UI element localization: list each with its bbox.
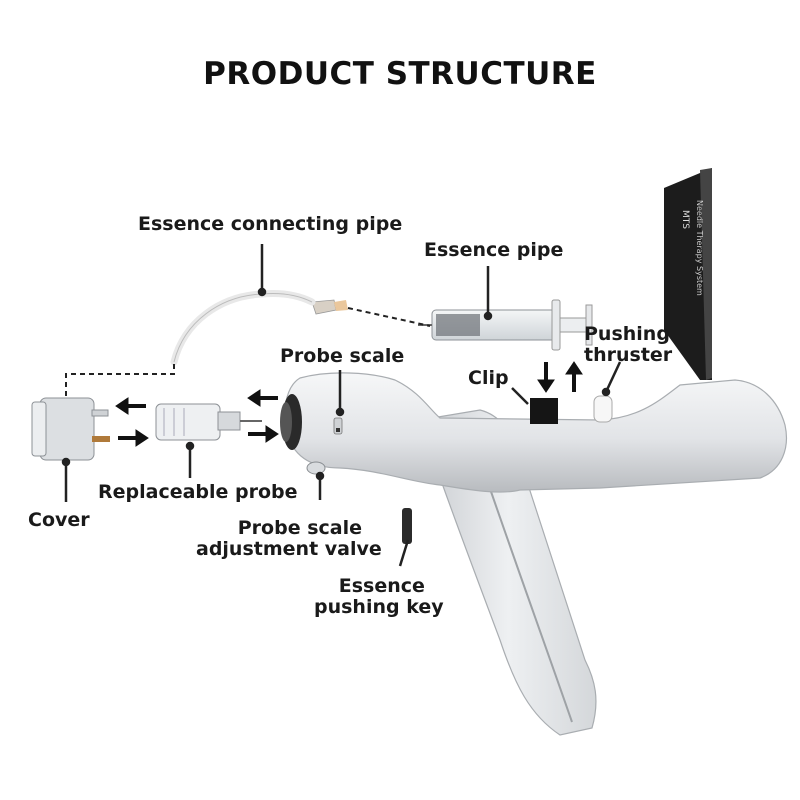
device-body [280, 372, 787, 736]
label-text-line2: thruster [584, 344, 673, 366]
label-text: Clip [468, 367, 509, 389]
label-text: Essence pipe [424, 239, 564, 261]
dashed-pipe-to-cover [65, 364, 175, 396]
label-text-line1: Probe scale [237, 517, 362, 539]
label-probe-scale-adjustment-valve: Probe scale adjustment valve [196, 517, 382, 560]
strap-text-system: Needle Therapy System [695, 200, 704, 296]
device-strap: MTS Needle Therapy System [664, 168, 712, 380]
arrow-right-2 [248, 425, 279, 443]
arrow-down-clip [537, 362, 555, 393]
label-essence-connecting-pipe: Essence connecting pipe [138, 214, 402, 235]
label-text-line1: Essence [338, 575, 425, 597]
cover-part [31, 397, 110, 461]
arrow-right-1 [118, 429, 149, 447]
dashed-pipe-to-syringe [347, 307, 431, 327]
essence-syringe [311, 299, 593, 351]
replaceable-probe-part [155, 403, 262, 441]
arrow-left-2 [247, 389, 278, 407]
direction-arrows [115, 361, 583, 447]
label-clip: Clip [468, 368, 509, 389]
page-title: PRODUCT STRUCTURE [203, 56, 597, 92]
label-text: Probe scale [280, 345, 405, 367]
label-text: Essence connecting pipe [138, 213, 403, 235]
label-replaceable-probe: Replaceable probe [98, 482, 298, 503]
arrow-left-1 [115, 397, 146, 415]
leader-lines [61, 244, 622, 567]
label-essence-pipe: Essence pipe [424, 240, 563, 261]
label-text-line2: adjustment valve [196, 538, 382, 560]
label-cover: Cover [28, 510, 90, 531]
strap-text-mts: MTS [680, 210, 690, 229]
label-essence-pushing-key: Essence pushing key [314, 575, 444, 618]
label-text-line2: pushing key [314, 596, 444, 618]
label-pushing-thruster: Pushing thruster [584, 324, 672, 366]
label-text: Replaceable probe [98, 481, 298, 503]
arrow-up-thruster [565, 361, 583, 392]
label-probe-scale: Probe scale [280, 346, 404, 367]
label-text-line1: Pushing [584, 323, 670, 345]
label-text: Cover [28, 509, 90, 531]
